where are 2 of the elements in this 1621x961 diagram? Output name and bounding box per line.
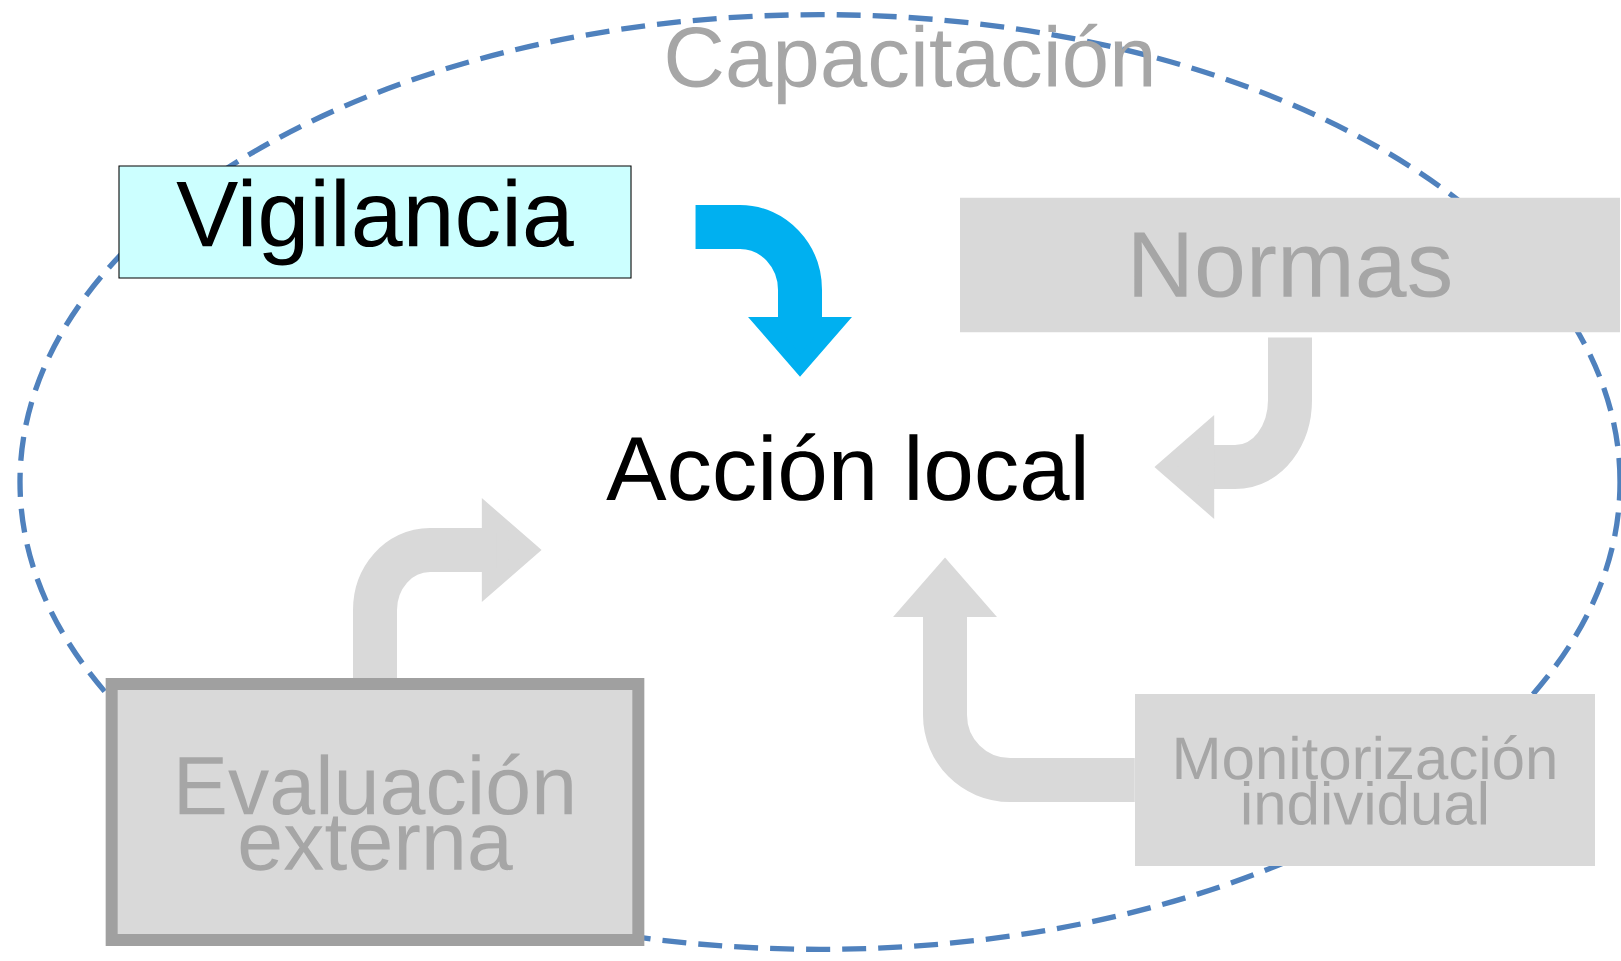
center-text: Acción local — [606, 433, 1084, 501]
ellipse-title: Capacitación — [667, 23, 1152, 105]
